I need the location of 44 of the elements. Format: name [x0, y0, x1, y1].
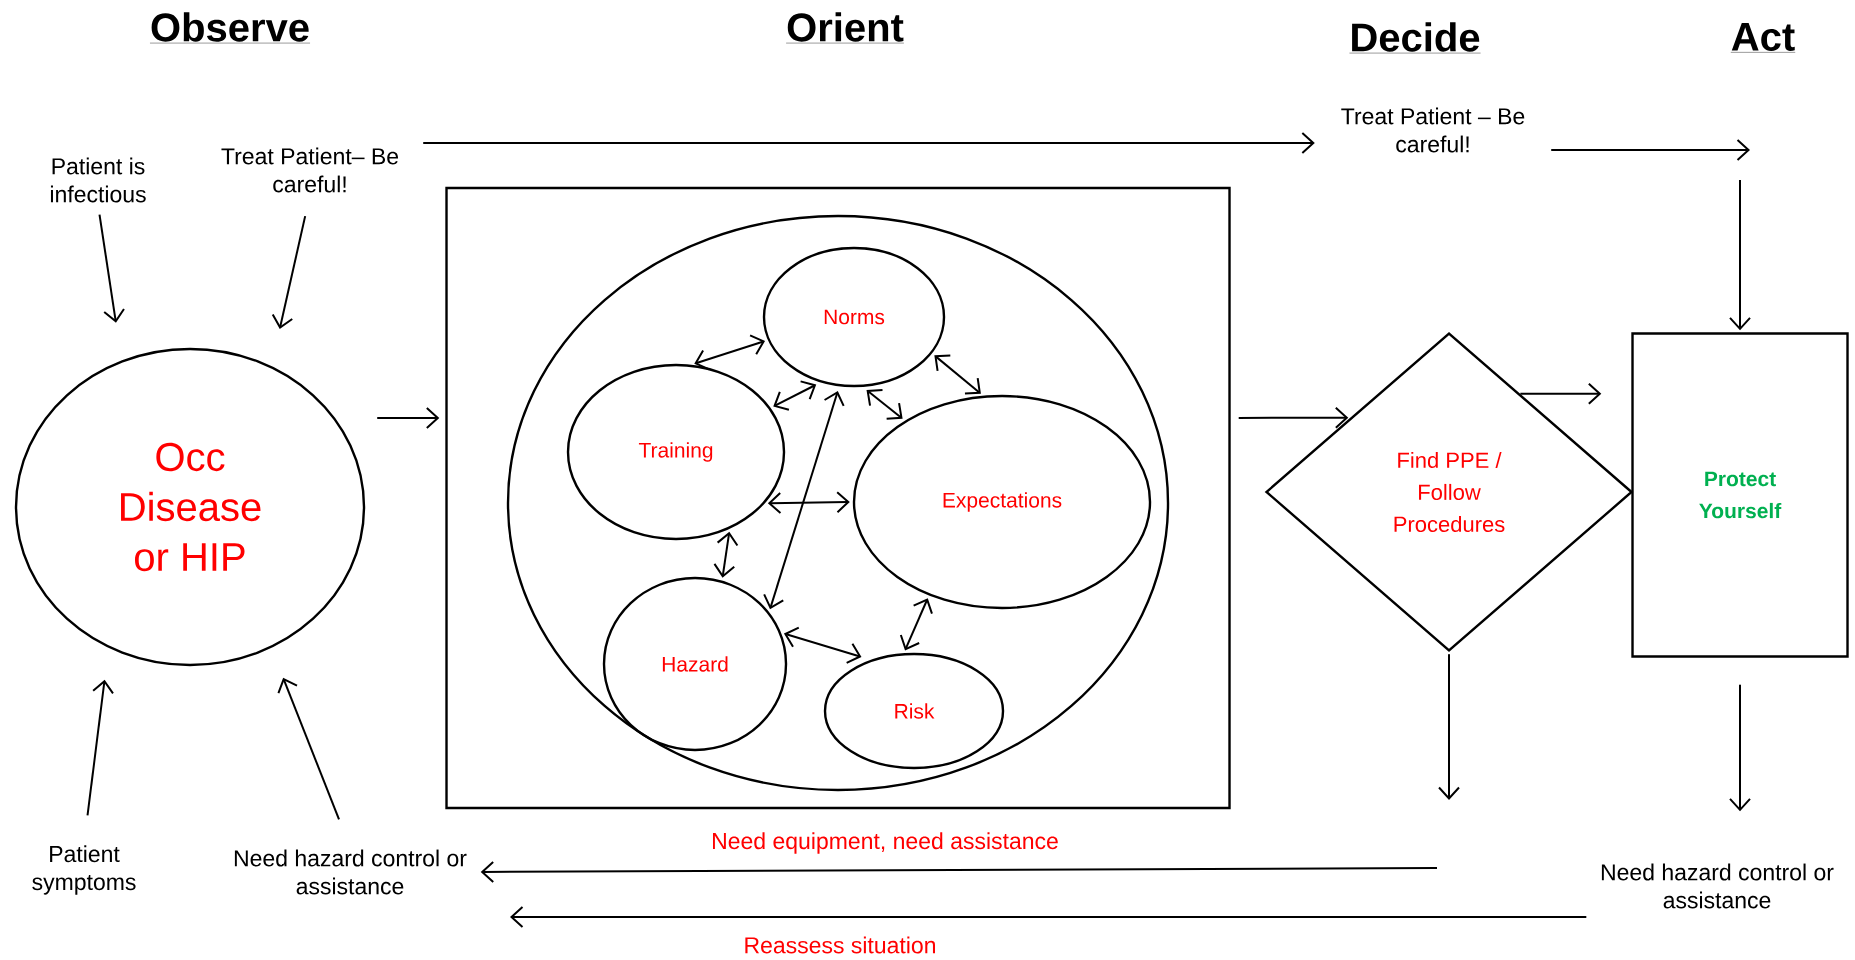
arrow — [866, 388, 903, 420]
arrow — [277, 677, 340, 821]
arrow — [271, 215, 307, 329]
arrow — [510, 906, 1588, 928]
orient-box — [445, 186, 1231, 810]
output-text: Need hazard control or assistance — [1601, 863, 1834, 909]
flow-text: Treat Patient – Be careful! — [1341, 107, 1525, 153]
input-text: Treat Patient– Be careful! — [221, 147, 399, 193]
edge-label: Reassess situation — [741, 934, 939, 956]
arrow — [767, 491, 850, 515]
arrow — [480, 860, 1438, 883]
ellipse-node: Risk — [823, 652, 1005, 770]
arrow — [422, 132, 1315, 154]
ellipse-node: Training — [566, 363, 786, 541]
column-heading: Observe — [149, 12, 311, 44]
ellipse-node: Hazard — [602, 576, 788, 752]
arrow — [1438, 653, 1460, 800]
input-text: Patient is infectious — [50, 157, 146, 203]
input-text: Patient symptoms — [32, 845, 136, 895]
arrow — [1550, 139, 1750, 161]
arrow — [1237, 406, 1349, 429]
arrow — [899, 598, 933, 651]
column-heading: Orient — [785, 12, 905, 44]
ellipse-node: Occ Disease or HIP — [14, 347, 366, 667]
ellipse-node: Norms — [762, 246, 946, 388]
arrow — [376, 407, 440, 429]
arrow — [763, 391, 845, 610]
arrow — [86, 679, 114, 817]
input-text: Need hazard control or assistance — [234, 849, 467, 895]
arrow — [783, 626, 862, 664]
arrow — [1729, 683, 1751, 812]
arrow — [773, 380, 817, 411]
ellipse-node — [506, 214, 1170, 792]
ellipse-node: Expectations — [852, 394, 1152, 610]
arrow — [1519, 382, 1602, 405]
column-heading: Decide — [1349, 22, 1481, 54]
edge-label: Need equipment, need assistance — [709, 830, 1061, 856]
arrow — [694, 334, 766, 371]
action-box: Protect Yourself — [1631, 332, 1849, 658]
column-heading: Act — [1730, 23, 1796, 53]
arrow — [98, 213, 125, 323]
arrow — [934, 354, 981, 395]
arrow — [1729, 179, 1751, 331]
arrow — [713, 531, 739, 578]
